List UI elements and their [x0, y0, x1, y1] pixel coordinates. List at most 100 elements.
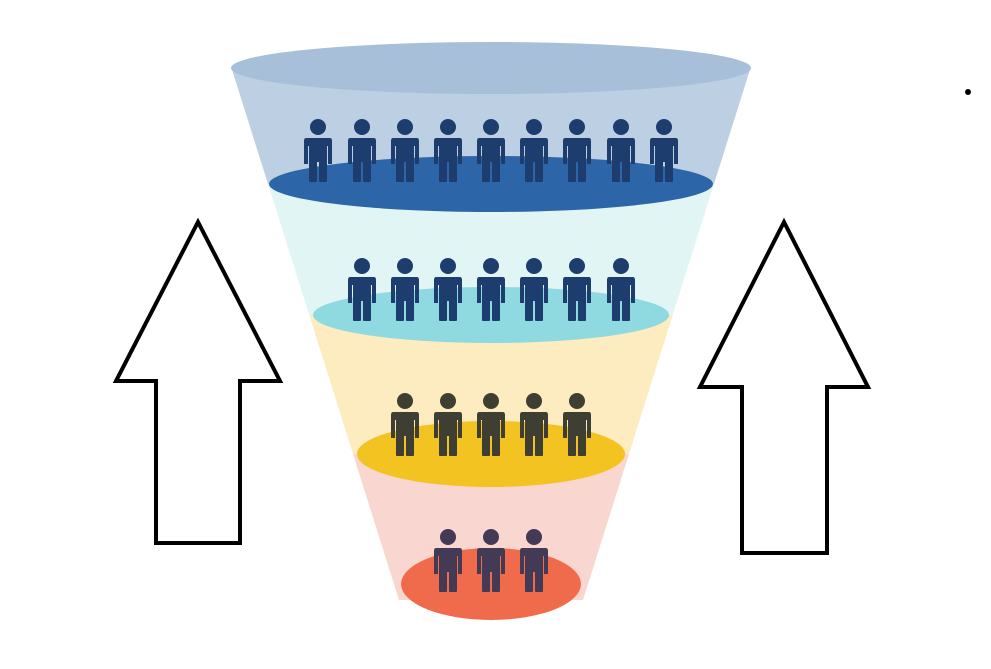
- person-right-leg: [406, 435, 414, 456]
- person-right-leg: [578, 435, 586, 456]
- person-icon: [391, 393, 419, 456]
- person-left-leg: [396, 300, 404, 321]
- person-right-leg: [535, 571, 543, 592]
- person-icon: [434, 393, 462, 456]
- person-left-leg: [568, 161, 576, 182]
- person-left-leg: [482, 435, 490, 456]
- funnel-rim: [231, 42, 751, 94]
- person-left-leg: [396, 161, 404, 182]
- funnel-disc-1: [269, 156, 713, 212]
- person-left-leg: [439, 435, 447, 456]
- person-body: [434, 412, 462, 438]
- person-icon: [477, 119, 505, 182]
- person-right-leg: [492, 300, 500, 321]
- funnel-disc-3: [357, 421, 625, 487]
- person-icon: [477, 529, 505, 592]
- person-right-leg: [492, 161, 500, 182]
- person-right-leg: [449, 571, 457, 592]
- person-icon: [348, 258, 376, 321]
- person-right-leg: [535, 300, 543, 321]
- person-right-leg: [622, 300, 630, 321]
- person-right-leg: [492, 435, 500, 456]
- person-head: [526, 258, 542, 274]
- person-head: [483, 119, 499, 135]
- person-left-leg: [612, 300, 620, 321]
- person-left-leg: [525, 300, 533, 321]
- person-left-leg: [612, 161, 620, 182]
- person-head: [440, 258, 456, 274]
- person-left-leg: [482, 571, 490, 592]
- person-right-leg: [665, 161, 673, 182]
- person-icon: [607, 258, 635, 321]
- person-head: [526, 119, 542, 135]
- person-left-leg: [525, 435, 533, 456]
- person-head: [440, 393, 456, 409]
- person-body: [520, 138, 548, 164]
- person-body: [477, 548, 505, 574]
- person-head: [483, 258, 499, 274]
- arrows: [112, 217, 872, 555]
- person-right-leg: [578, 161, 586, 182]
- person-right-leg: [449, 300, 457, 321]
- person-body: [520, 412, 548, 438]
- person-head: [397, 393, 413, 409]
- person-head: [569, 258, 585, 274]
- person-right-leg: [535, 435, 543, 456]
- person-head: [440, 529, 456, 545]
- person-body: [304, 138, 332, 164]
- person-right-leg: [363, 161, 371, 182]
- person-icon: [434, 258, 462, 321]
- person-left-leg: [482, 300, 490, 321]
- person-icon: [563, 258, 591, 321]
- person-head: [440, 119, 456, 135]
- person-icon: [391, 119, 419, 182]
- person-right-leg: [449, 161, 457, 182]
- person-body: [434, 138, 462, 164]
- person-left-leg: [568, 300, 576, 321]
- person-body: [607, 277, 635, 303]
- person-body: [477, 277, 505, 303]
- person-icon: [304, 119, 332, 182]
- person-head: [354, 258, 370, 274]
- right-up-arrow: [696, 217, 872, 555]
- person-right-leg: [535, 161, 543, 182]
- funnel-band-2: [268, 184, 714, 315]
- person-head: [483, 393, 499, 409]
- person-left-leg: [439, 300, 447, 321]
- person-icon: [520, 529, 548, 592]
- person-right-leg: [578, 300, 586, 321]
- person-left-leg: [353, 161, 361, 182]
- person-body: [650, 138, 678, 164]
- person-right-leg: [492, 571, 500, 592]
- person-body: [434, 277, 462, 303]
- person-left-leg: [353, 300, 361, 321]
- person-body: [520, 548, 548, 574]
- person-icon: [520, 119, 548, 182]
- person-body: [563, 412, 591, 438]
- person-icon: [391, 258, 419, 321]
- person-body: [477, 138, 505, 164]
- person-icon: [607, 119, 635, 182]
- person-body: [348, 277, 376, 303]
- person-head: [569, 393, 585, 409]
- left-up-arrow: [112, 217, 284, 545]
- person-body: [348, 138, 376, 164]
- funnel-people: [304, 119, 678, 592]
- person-right-leg: [363, 300, 371, 321]
- person-left-leg: [568, 435, 576, 456]
- person-icon: [434, 529, 462, 592]
- person-left-leg: [525, 571, 533, 592]
- person-head: [656, 119, 672, 135]
- person-body: [520, 277, 548, 303]
- person-body: [391, 138, 419, 164]
- person-head: [526, 529, 542, 545]
- person-body: [391, 277, 419, 303]
- person-right-leg: [319, 161, 327, 182]
- person-head: [397, 119, 413, 135]
- person-head: [613, 258, 629, 274]
- person-body: [434, 548, 462, 574]
- person-icon: [348, 119, 376, 182]
- person-head: [397, 258, 413, 274]
- person-right-leg: [622, 161, 630, 182]
